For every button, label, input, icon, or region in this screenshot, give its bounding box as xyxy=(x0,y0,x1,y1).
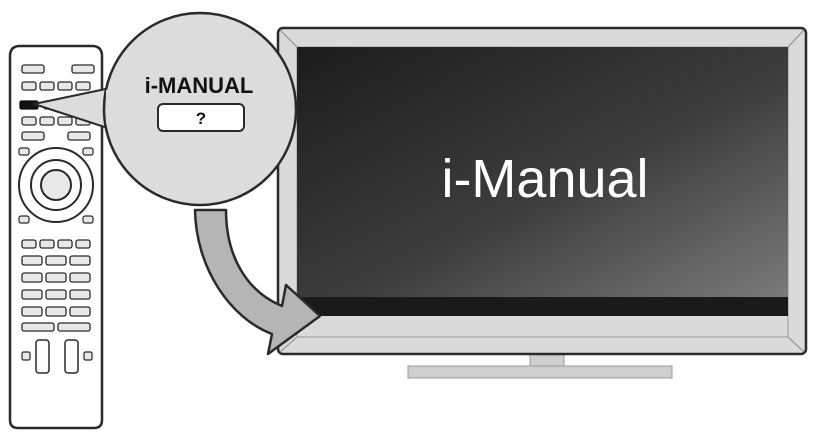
remote-button xyxy=(71,64,95,74)
remote-button xyxy=(82,215,94,224)
remote-button xyxy=(57,81,73,91)
remote-button xyxy=(21,64,45,74)
remote-button-grid xyxy=(21,239,91,332)
remote-button xyxy=(67,131,91,141)
remote-rocker xyxy=(35,339,50,374)
remote-button xyxy=(21,116,37,126)
television: i-Manual xyxy=(276,26,808,379)
remote-control xyxy=(8,44,104,430)
remote-body xyxy=(8,44,104,430)
remote-button xyxy=(21,81,37,91)
remote-button xyxy=(75,81,91,91)
tv-stand-base xyxy=(407,365,673,379)
curved-arrow xyxy=(193,208,322,356)
remote-button xyxy=(39,81,55,91)
remote-small-button xyxy=(21,351,31,361)
remote-button xyxy=(57,116,73,126)
i-manual-button-icon xyxy=(157,103,245,132)
remote-dpad-center xyxy=(40,169,72,201)
callout-label: i-MANUAL xyxy=(145,73,254,98)
tv-screen-text: i-Manual xyxy=(441,149,648,209)
remote-small-button xyxy=(83,351,93,361)
remote-button xyxy=(18,147,30,156)
tv-screen-bottom-bar xyxy=(297,297,788,316)
tv-screen xyxy=(297,47,788,297)
callout: i-MANUAL ? xyxy=(33,11,298,207)
remote-button xyxy=(21,131,45,141)
remote-button xyxy=(39,116,55,126)
remote-button xyxy=(82,147,94,156)
remote-button xyxy=(18,215,30,224)
remote-rocker xyxy=(64,339,79,374)
i-manual-button-symbol: ? xyxy=(196,109,206,128)
